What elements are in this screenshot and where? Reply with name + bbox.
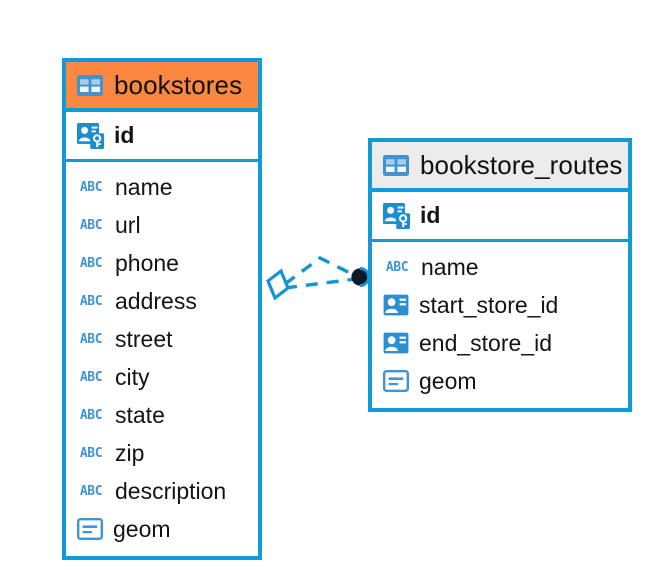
entity-field-state[interactable]: ABC state [66,396,258,434]
entity-field-street[interactable]: ABC street [66,320,258,358]
entity-field-zip[interactable]: ABC zip [66,434,258,472]
table-icon [383,154,409,176]
abc-text-icon: ABC [79,179,103,195]
entity-header-bookstores[interactable]: bookstores [66,62,258,112]
entity-field-label: city [115,363,150,390]
abc-text-icon: ABC [385,259,409,275]
entity-field-label: id [114,122,135,148]
geometry-icon [77,518,103,540]
abc-text-icon: ABC [79,255,103,271]
entity-bookstore-routes[interactable]: bookstore_routes id [368,138,632,412]
entity-field-description[interactable]: ABC description [66,472,258,510]
entity-field-label: id [420,202,441,228]
foreign-key-icon [383,332,409,354]
entity-field-label: name [421,253,479,280]
diamond-endpoint [266,268,290,301]
abc-text-icon: ABC [79,217,103,233]
entity-field-phone[interactable]: ABC phone [66,244,258,282]
relationship-edge-upper [283,256,357,286]
entity-field-list-bookstores: ABC name ABC url ABC phone ABC address A… [66,162,258,556]
abc-text-icon: ABC [79,331,103,347]
entity-field-label: phone [115,249,179,276]
entity-field-label: geom [113,515,171,542]
entity-title: bookstore_routes [420,149,623,180]
table-icon [77,74,103,96]
entity-field-geom[interactable]: geom [372,362,628,400]
entity-field-url[interactable]: ABC url [66,206,258,244]
entity-title: bookstores [114,69,243,100]
foreign-key-icon [383,294,409,316]
entity-field-label: end_store_id [419,329,552,356]
abc-text-icon: ABC [79,293,103,309]
entity-field-start-store-id[interactable]: start_store_id [372,286,628,324]
abc-text-icon: ABC [79,369,103,385]
relationship-edge-lower [284,277,357,290]
entity-field-label: start_store_id [419,291,559,318]
entity-field-primary-key[interactable]: id [66,112,258,162]
entity-field-list-bookstore-routes: ABC name start_store_id [372,242,628,408]
abc-text-icon: ABC [79,445,103,461]
circle-endpoint [351,266,371,288]
entity-field-primary-key[interactable]: id [372,192,628,242]
primary-key-icon [383,202,410,229]
entity-field-label: state [115,401,165,428]
entity-bookstores[interactable]: bookstores id [62,58,262,560]
entity-field-address[interactable]: ABC address [66,282,258,320]
entity-field-label: url [115,211,141,238]
entity-field-name[interactable]: ABC name [66,168,258,206]
entity-field-name[interactable]: ABC name [372,248,628,286]
entity-field-end-store-id[interactable]: end_store_id [372,324,628,362]
entity-header-bookstore-routes[interactable]: bookstore_routes [372,142,628,192]
geometry-icon [383,370,409,392]
entity-field-label: description [115,477,227,504]
entity-field-label: street [115,325,173,352]
entity-field-city[interactable]: ABC city [66,358,258,396]
entity-field-label: geom [419,367,477,394]
abc-text-icon: ABC [79,407,103,423]
entity-field-label: zip [115,439,145,466]
entity-field-geom[interactable]: geom [66,510,258,548]
primary-key-icon [77,122,104,149]
abc-text-icon: ABC [79,483,103,499]
entity-field-label: address [115,287,197,314]
entity-field-label: name [115,173,173,200]
